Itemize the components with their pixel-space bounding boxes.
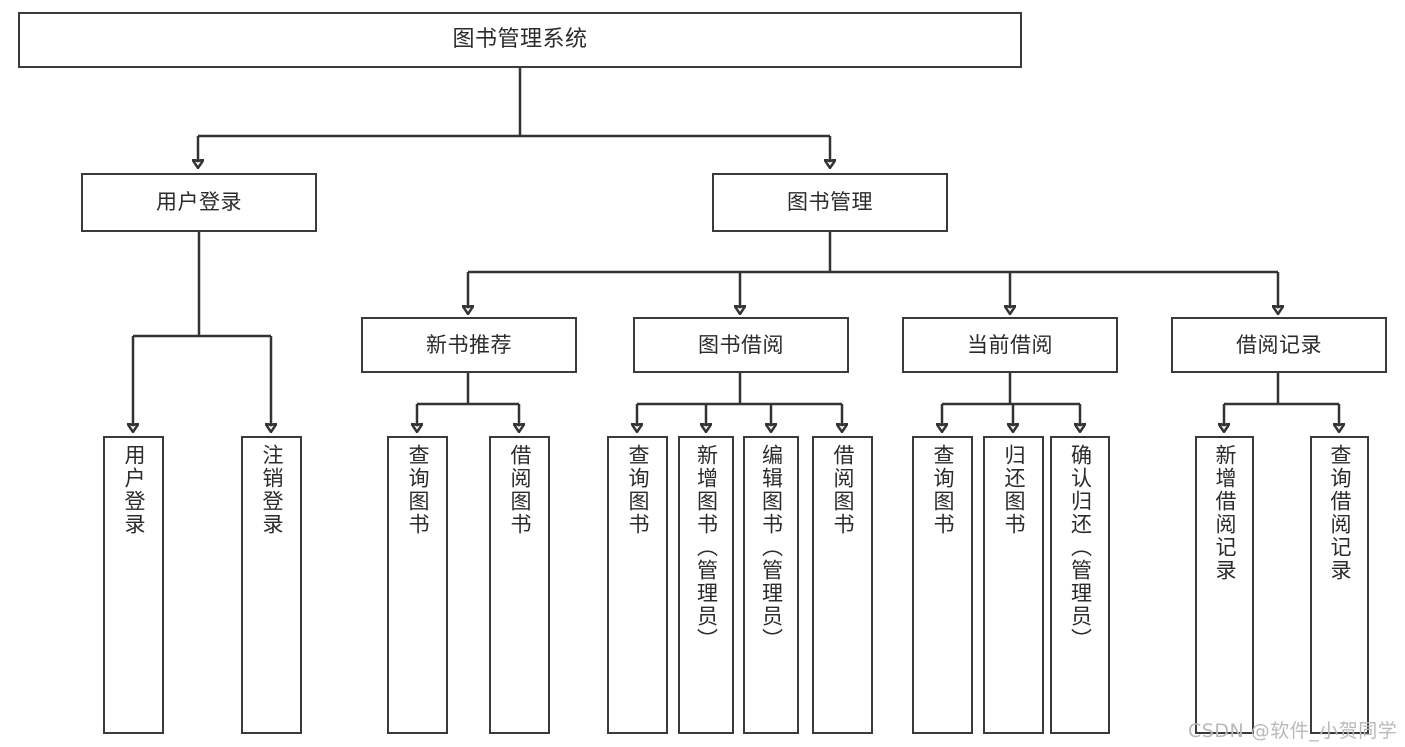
node-current-borrow[interactable]: 当前借阅 [902, 317, 1118, 373]
node-label: 图书借阅 [698, 332, 784, 357]
node-label: 新书推荐 [426, 332, 512, 357]
node-label: 确认归还（管理员） [1068, 444, 1093, 651]
leaf-borrow-add-book-admin[interactable]: 新增图书（管理员） [678, 436, 734, 734]
node-root-system[interactable]: 图书管理系统 [18, 12, 1022, 68]
leaf-user-login-signin[interactable]: 用户登录 [103, 436, 164, 734]
leaf-borrow-edit-book-admin[interactable]: 编辑图书（管理员） [743, 436, 799, 734]
leaf-recommend-borrow-book[interactable]: 借阅图书 [489, 436, 550, 734]
node-label: 新增图书（管理员） [694, 444, 719, 651]
node-label: 图书管理系统 [452, 27, 588, 53]
leaf-recommend-query-book[interactable]: 查询图书 [387, 436, 448, 734]
node-label: 查询图书 [626, 444, 650, 536]
node-label: 新增借阅记录 [1213, 444, 1237, 582]
node-label: 图书管理 [787, 190, 873, 215]
node-book-borrow[interactable]: 图书借阅 [633, 317, 849, 373]
node-label: 当前借阅 [967, 332, 1053, 357]
node-label: 查询图书 [406, 444, 430, 536]
node-user-login[interactable]: 用户登录 [81, 173, 317, 232]
node-new-book-recommend[interactable]: 新书推荐 [361, 317, 577, 373]
watermark-text: CSDN @软件_小贺同学 [1188, 720, 1398, 742]
node-label: 用户登录 [156, 190, 242, 215]
node-label: 借阅记录 [1236, 332, 1322, 357]
leaf-record-query-borrow-record[interactable]: 查询借阅记录 [1310, 436, 1369, 734]
leaf-record-add-borrow-record[interactable]: 新增借阅记录 [1195, 436, 1254, 734]
leaf-current-confirm-return-admin[interactable]: 确认归还（管理员） [1050, 436, 1110, 734]
leaf-current-return-book[interactable]: 归还图书 [983, 436, 1044, 734]
node-label: 归还图书 [1002, 444, 1026, 536]
leaf-borrow-query-book[interactable]: 查询图书 [607, 436, 668, 734]
node-label: 编辑图书（管理员） [759, 444, 784, 651]
node-label: 借阅图书 [831, 444, 855, 536]
node-label: 注销登录 [260, 444, 284, 536]
node-book-management[interactable]: 图书管理 [712, 173, 948, 232]
leaf-borrow-borrow-book[interactable]: 借阅图书 [812, 436, 873, 734]
leaf-user-login-signout[interactable]: 注销登录 [241, 436, 302, 734]
node-label: 查询借阅记录 [1328, 444, 1352, 582]
node-label: 借阅图书 [508, 444, 532, 536]
node-label: 查询图书 [931, 444, 955, 536]
node-label: 用户登录 [122, 444, 146, 536]
leaf-current-query-book[interactable]: 查询图书 [912, 436, 973, 734]
node-borrow-record[interactable]: 借阅记录 [1171, 317, 1387, 373]
